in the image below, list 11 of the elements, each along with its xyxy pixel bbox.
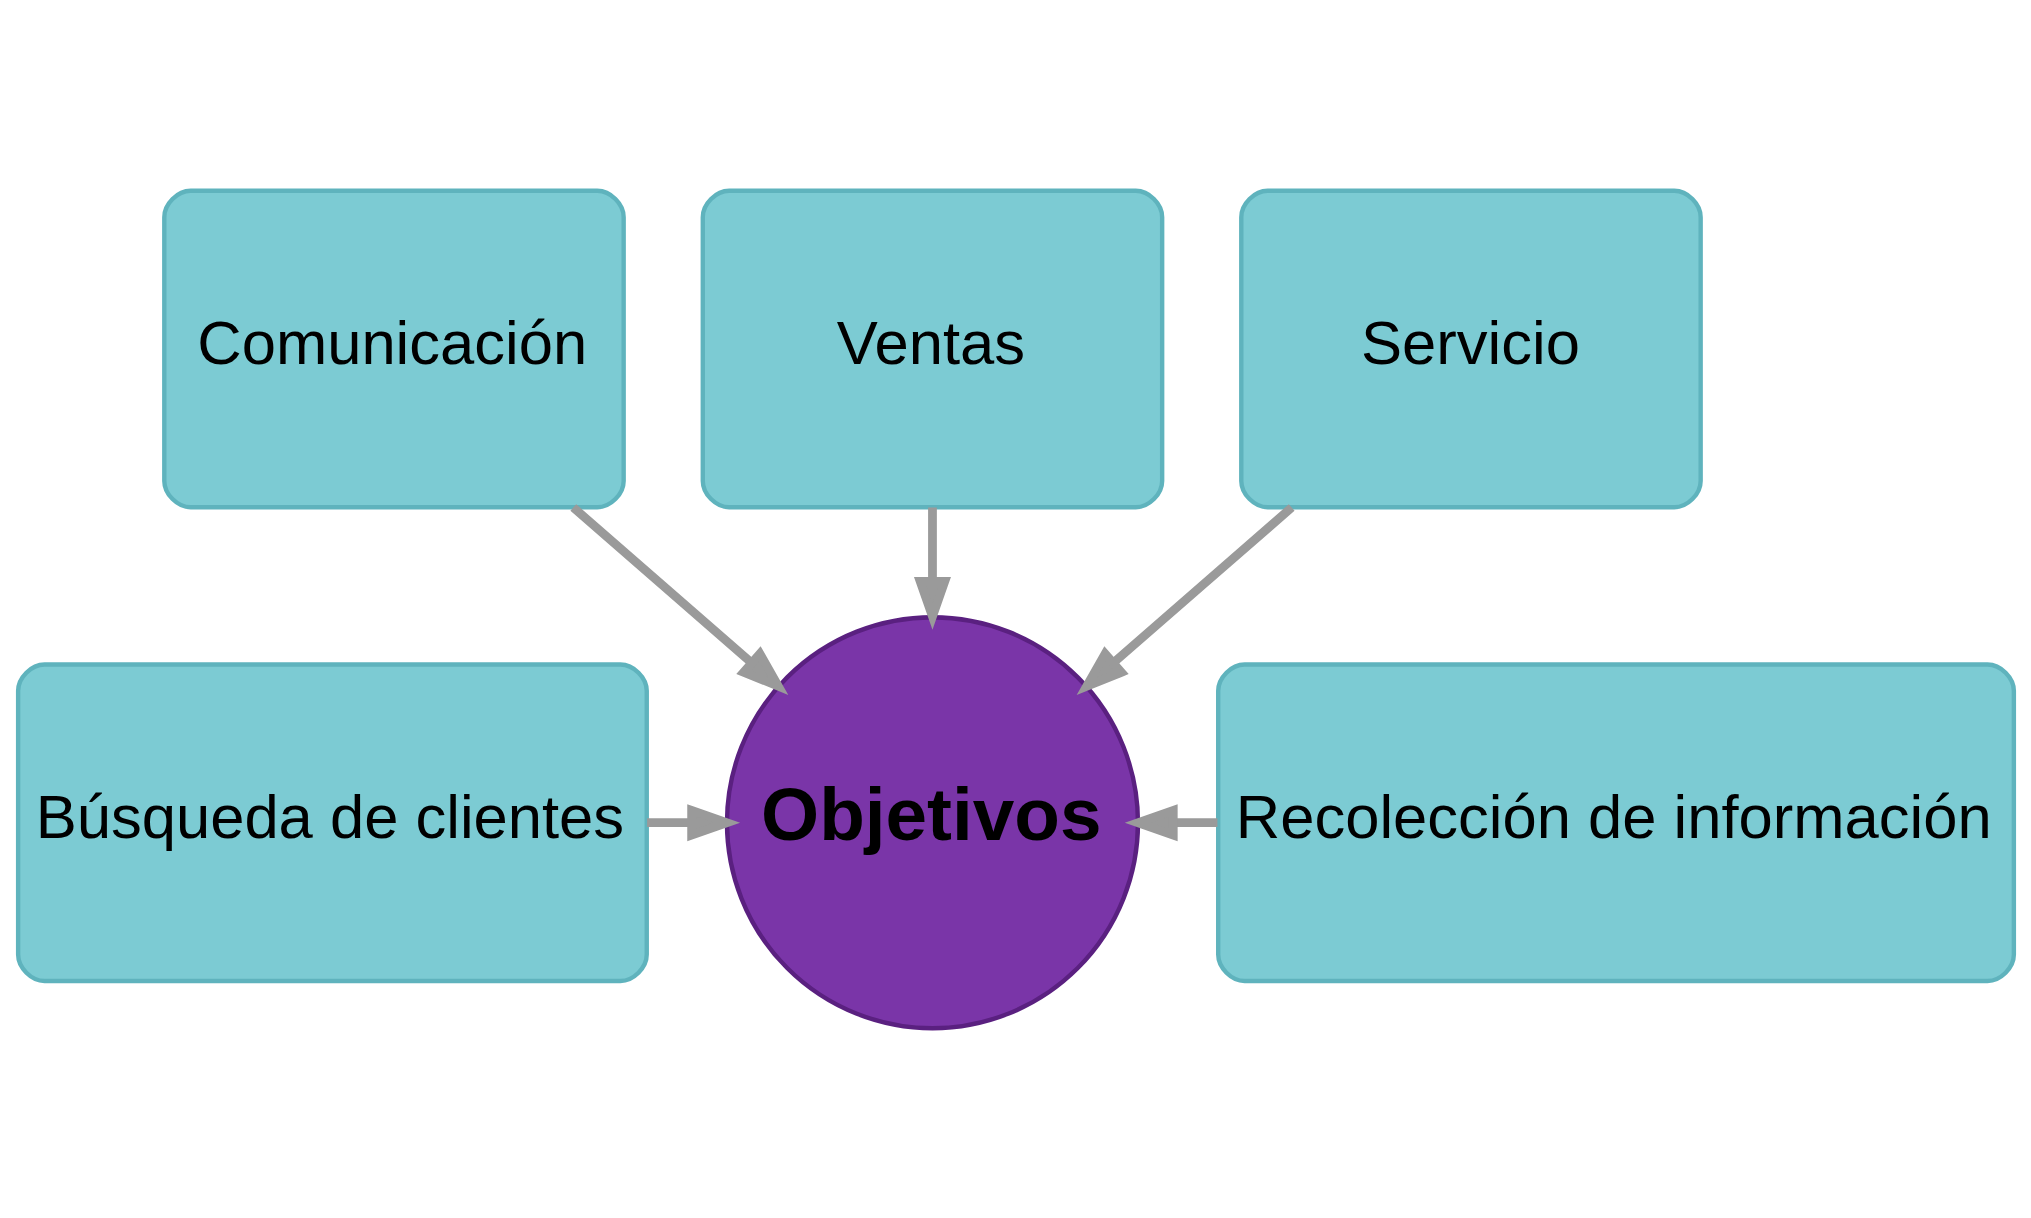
node-box: Ventas <box>700 188 1164 509</box>
arrow <box>1076 503 1295 695</box>
arrow <box>913 507 951 630</box>
node-box: Búsqueda de clientes <box>15 661 649 983</box>
node-box: Recolección de información <box>1215 661 2016 983</box>
arrow <box>569 503 788 695</box>
arrow <box>1124 803 1217 841</box>
node-circle: Objetivos <box>724 614 1140 1030</box>
node-box: Comunicación <box>161 188 626 509</box>
arrow <box>646 803 740 841</box>
node-box: Servicio <box>1238 188 1703 509</box>
